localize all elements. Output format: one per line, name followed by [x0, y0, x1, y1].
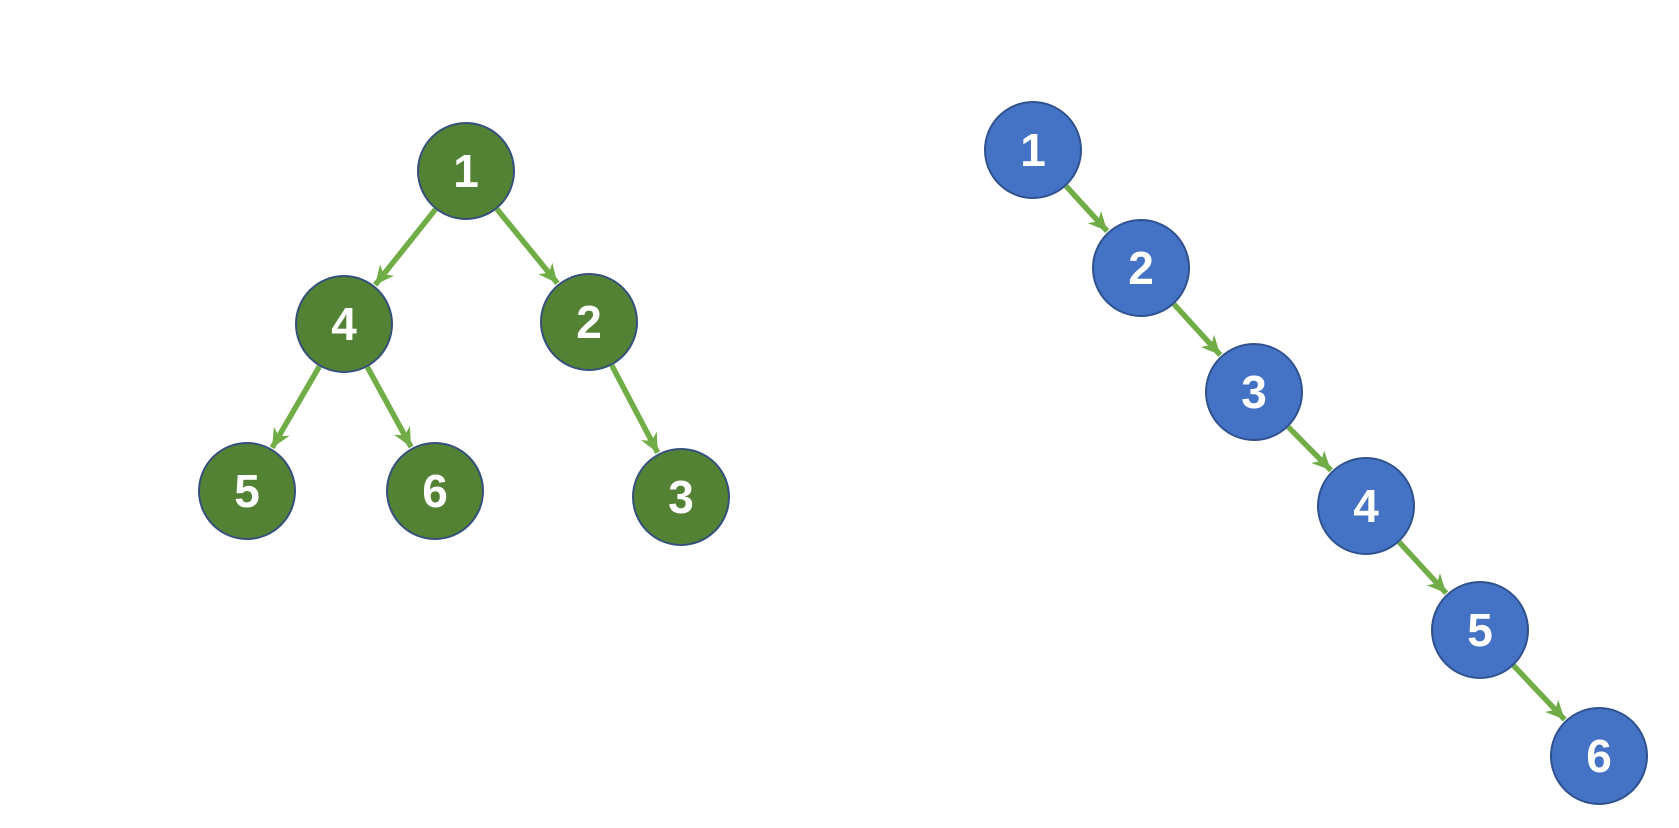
binary-tree-diagram-node-circle-6 — [386, 442, 484, 540]
binary-tree-diagram-node-circle-1 — [417, 122, 515, 220]
binary-tree-diagram-edge-4-5 — [269, 365, 322, 450]
degenerate-chain-diagram-edge-2-3 — [1171, 302, 1223, 357]
binary-tree-diagram-node-circle-2 — [540, 273, 638, 371]
degenerate-chain-diagram-node-circle-5 — [1431, 581, 1529, 679]
degenerate-chain-diagram-node-3: 3 — [1205, 343, 1303, 441]
degenerate-chain-diagram-node-circle-2 — [1092, 219, 1190, 317]
binary-tree-diagram-edge-1-4 — [373, 207, 438, 287]
binary-tree-diagram-edge-2-3 — [609, 364, 661, 454]
binary-tree-diagram-node-4: 4 — [295, 275, 393, 373]
degenerate-chain-diagram-edge-4-5 — [1397, 540, 1449, 596]
binary-tree-diagram-node-circle-4 — [295, 275, 393, 373]
degenerate-chain-diagram-node-1: 1 — [984, 101, 1082, 199]
binary-tree-diagram-edge-1-2 — [494, 207, 560, 285]
binary-tree-diagram-node-3: 3 — [632, 448, 730, 546]
degenerate-chain-diagram-node-4: 4 — [1317, 457, 1415, 555]
degenerate-chain-diagram-node-circle-3 — [1205, 343, 1303, 441]
degenerate-chain-diagram-edge-3-4 — [1286, 425, 1333, 473]
degenerate-chain-diagram-edge-1-2 — [1064, 184, 1110, 233]
degenerate-chain-diagram-node-circle-4 — [1317, 457, 1415, 555]
binary-tree-diagram-node-circle-3 — [632, 448, 730, 546]
degenerate-chain-diagram-node-5: 5 — [1431, 581, 1529, 679]
binary-tree-diagram-node-circle-5 — [198, 442, 296, 540]
binary-tree-diagram-edge-4-6 — [364, 365, 414, 449]
binary-tree-diagram-node-2: 2 — [540, 273, 638, 371]
binary-tree-diagram-node-1: 1 — [417, 122, 515, 220]
degenerate-chain-diagram-node-2: 2 — [1092, 219, 1190, 317]
degenerate-chain-diagram-node-6: 6 — [1550, 707, 1648, 805]
binary-tree-diagram-node-6: 6 — [386, 442, 484, 540]
degenerate-chain-diagram-node-circle-6 — [1550, 707, 1648, 805]
binary-tree-diagram-node-5: 5 — [198, 442, 296, 540]
degenerate-chain-diagram-node-circle-1 — [984, 101, 1082, 199]
degenerate-chain-diagram-edge-5-6 — [1511, 663, 1567, 722]
